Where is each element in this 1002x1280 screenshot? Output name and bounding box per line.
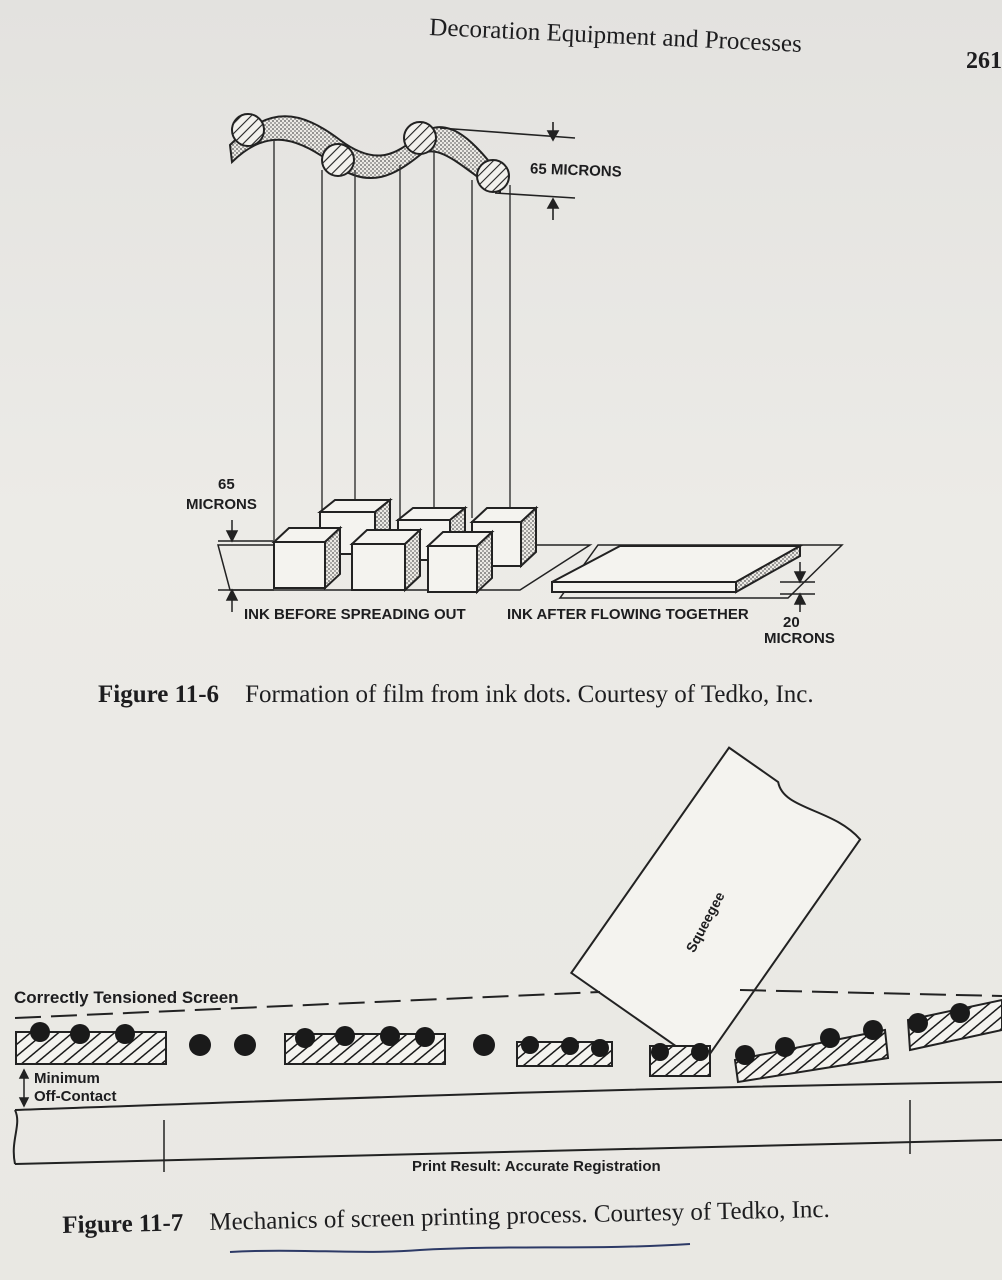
caption-number: Figure 11-6 [98,681,220,708]
label-off-contact: Off-Contact [34,1088,117,1105]
label-print-result: Print Result: Accurate Registration [412,1158,661,1175]
label-20: 20 [783,614,800,631]
mesh-dots [30,1003,970,1065]
figure-11-6-caption: Figure 11-6 Formation of film from ink do… [98,681,814,709]
ink-cube [425,529,495,595]
ink-cube [349,527,423,593]
ink-cube [271,525,343,591]
label-ink-after: INK AFTER FLOWING TOGETHER [507,606,749,623]
label-ink-before: INK BEFORE SPREADING OUT [244,606,466,623]
label-minimum: Minimum [34,1070,100,1087]
caption-number: Figure 11-7 [62,1209,184,1239]
page-number: 261 [966,48,1002,74]
mesh-fibers [231,113,510,193]
label-screen: Correctly Tensioned Screen [14,988,239,1007]
screen-line [14,991,601,1019]
label-microns-left: MICRONS [186,496,257,513]
label-65: 65 [218,476,235,493]
caption-text: Formation of film from ink dots. Courtes… [245,681,814,708]
ink-film [551,544,804,594]
squeegee [569,746,862,1067]
pencil-underline [229,1243,691,1253]
substrate [14,1081,1002,1111]
label-microns-right: MICRONS [764,630,835,647]
